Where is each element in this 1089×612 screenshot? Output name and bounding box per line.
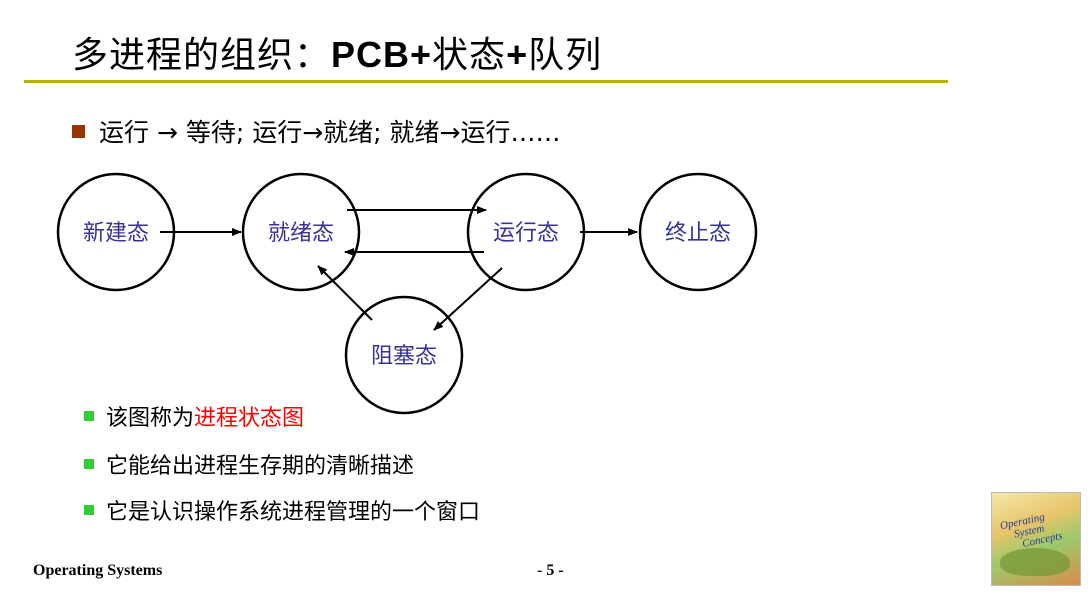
sub-bullet-3-text: 它是认识操作系统进程管理的一个窗口: [106, 500, 481, 525]
node-blocked: [344, 295, 464, 415]
sub-bullet-1-highlight: 进程状态图: [194, 406, 305, 431]
slide-title: 多进程的组织：PCB+状态+队列: [72, 26, 602, 78]
footer-course-name: Operating Systems: [33, 562, 163, 579]
node-terminated-label: 终止态: [665, 221, 731, 246]
main-bullet: 运行 → 等待; 运行→就绪; 就绪→运行……: [72, 113, 560, 149]
green-bullet-icon: [84, 459, 94, 469]
sub-bullet-1-prefix: 该图称为: [106, 406, 195, 431]
node-blocked-label: 阻塞态: [371, 344, 437, 369]
arrow-blocked-to-ready: [317, 265, 373, 321]
sub-bullet-2-text: 它能给出进程生存期的清晰描述: [106, 454, 415, 479]
node-ready: [241, 172, 361, 292]
title-part-plus: +: [506, 34, 529, 75]
arrow-running-to-blocked: [433, 267, 503, 331]
title-part-pcb: PCB+: [331, 34, 433, 75]
title-part-state: 状态: [432, 35, 507, 76]
dinosaur-illustration: [1000, 548, 1070, 576]
node-new-label: 新建态: [83, 221, 149, 246]
node-terminated: [638, 172, 758, 292]
green-bullet-icon: [84, 505, 94, 515]
title-underline: [24, 80, 948, 83]
green-bullet-icon: [84, 411, 94, 421]
node-ready-label: 就绪态: [268, 221, 334, 246]
sub-bullet-3: 它是认识操作系统进程管理的一个窗口: [84, 494, 480, 526]
square-bullet-icon: [72, 124, 85, 138]
main-bullet-text: 运行 → 等待; 运行→就绪; 就绪→运行……: [99, 118, 561, 147]
node-running-label: 运行态: [493, 221, 559, 246]
sub-bullet-2: 它能给出进程生存期的清晰描述: [84, 448, 414, 480]
sub-bullet-1: 该图称为进程状态图: [84, 400, 304, 432]
book-cover-image: Operating System Concepts: [991, 492, 1081, 586]
title-part-queue: 队列: [528, 35, 603, 76]
footer-page-number: - 5 -: [537, 562, 564, 579]
title-part-1: 多进程的组织：: [72, 35, 332, 76]
